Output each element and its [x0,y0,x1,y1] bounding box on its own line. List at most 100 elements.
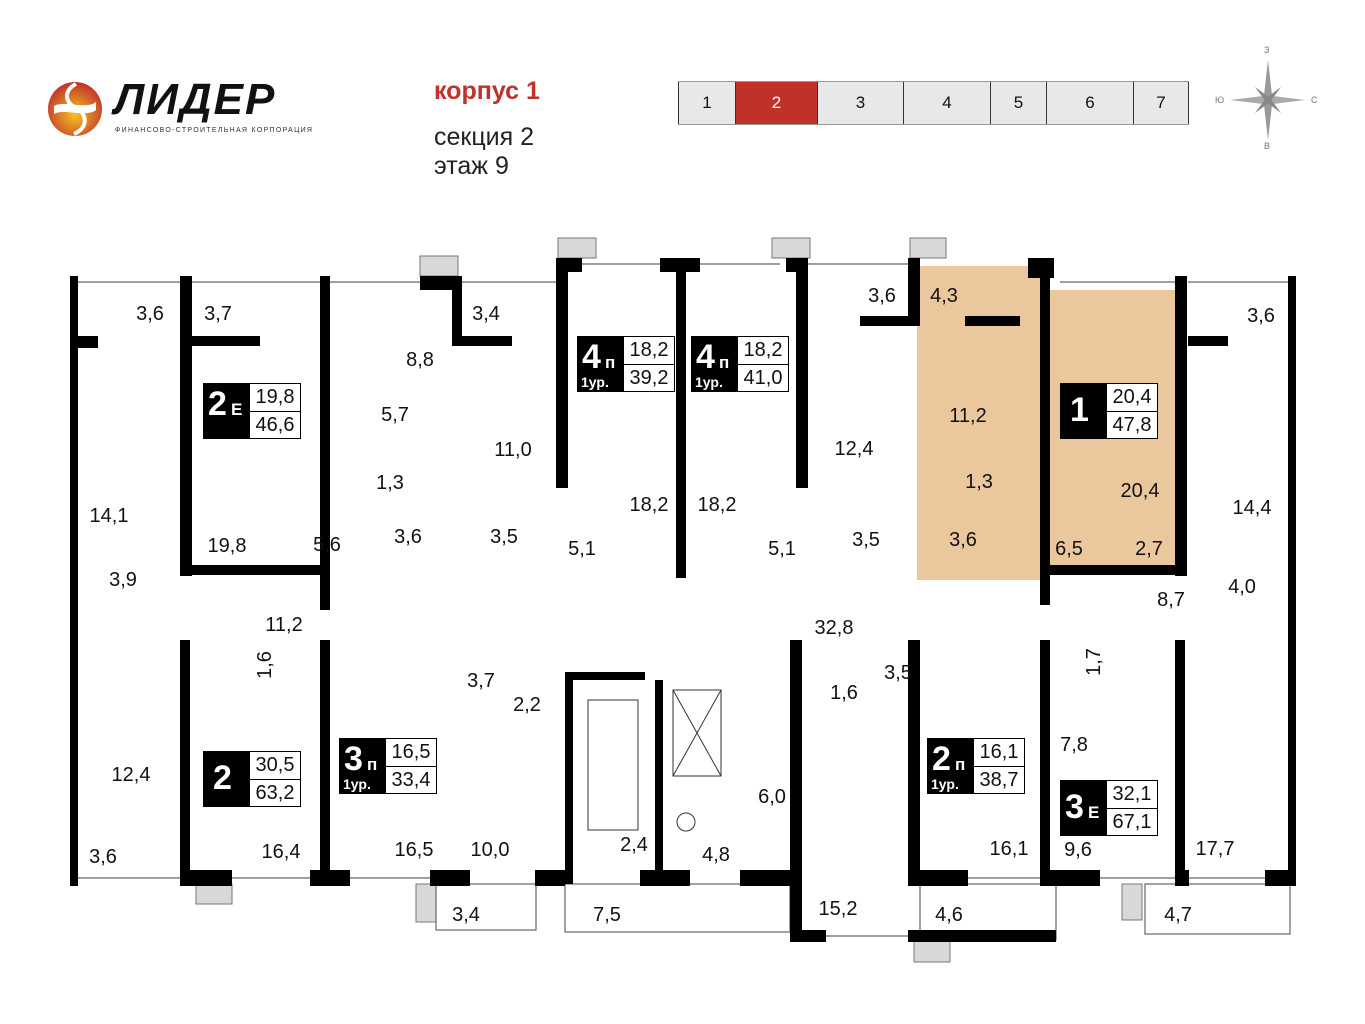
room-area: 3,6 [868,285,896,307]
apt-level: 1ур. [343,776,371,792]
section-1[interactable]: 1 [678,82,735,124]
room-area: 4,8 [702,844,730,866]
apt-type: п [955,755,966,774]
room-area: 19,8 [207,535,247,557]
section-4[interactable]: 4 [903,82,990,124]
windows-and-balconies [78,263,1291,941]
room-area: 6,5 [1055,538,1083,560]
room-area: 18,2 [629,494,669,516]
room-area: 3,6 [1247,305,1275,327]
apt-living-area: 30,5 [250,752,300,780]
compass-west: Ю [1215,95,1225,105]
section-map: 1 2 3 4 5 6 7 [678,81,1189,125]
stairs-and-elevator [587,689,722,832]
apt-total-area: 41,0 [743,366,783,389]
section-3[interactable]: 3 [817,82,903,124]
apt-living-area: 19,8 [250,384,300,412]
room-area: 3,5 [490,526,518,548]
room-area: 9,6 [1064,839,1092,861]
section-label: секция 2 [434,123,535,151]
room-area: 10,0 [470,839,510,861]
room-area: 20,4 [1120,480,1160,502]
room-area: 11,2 [265,614,303,636]
room-area: 14,4 [1232,497,1272,519]
apt-rooms: 2 [208,385,227,423]
room-area: 1,3 [965,471,993,493]
apt-level: 1ур. [581,374,609,390]
compass-north: З [1264,45,1270,55]
room-area: 5,1 [568,538,596,560]
apt-rooms: 3 [344,740,363,778]
room-area: 3,6 [394,526,422,548]
room-area: 16,5 [394,839,434,861]
room-area: 3,5 [884,662,912,684]
room-area: 3,7 [204,303,232,325]
room-area: 4,3 [930,285,958,307]
apt-rooms: 2 [213,759,232,797]
apt-living-area: 32,1 [1107,781,1157,809]
room-area: 2,2 [513,694,541,716]
room-area: 11,2 [949,405,987,427]
apt-living-area: 18,2 [738,337,788,365]
apt-type: Е [1088,803,1100,822]
section-5[interactable]: 5 [990,82,1046,124]
apt-living-area: 20,4 [1107,384,1157,412]
room-area: 4,6 [935,904,963,926]
room-area: 15,2 [818,898,858,920]
apt-type: п [367,755,378,774]
room-area: 5,7 [381,404,409,426]
apt-type: п [719,353,730,372]
apt-rooms: 4 [582,338,601,376]
apt-total-area: 46,6 [255,413,295,436]
logo-name: ЛИДЕР [114,75,277,124]
room-area: 1,6 [830,682,858,704]
apt-type: Е [231,400,243,419]
room-area: 18,2 [697,494,737,516]
floor-label: этаж 9 [434,152,509,180]
room-area: 16,4 [261,841,301,863]
section-2[interactable]: 2 [735,82,817,124]
apt-rooms: 2 [932,740,951,778]
apt-type: п [605,353,616,372]
section-6[interactable]: 6 [1046,82,1133,124]
room-area: 7,5 [593,904,621,926]
apt-total-area: 63,2 [255,781,295,804]
room-area: 2,7 [1135,538,1163,560]
apt-total-area: 38,7 [979,768,1019,791]
room-area: 3,6 [949,529,977,551]
apt-rooms: 3 [1065,788,1084,826]
logo-icon [48,82,102,136]
apt-rooms: 1 [1070,391,1089,429]
room-area: 8,8 [406,349,434,371]
room-area: 3,7 [467,670,495,692]
room-area: 1,6 [254,651,276,679]
room-area: 17,7 [1195,838,1235,860]
ventilation-blocks [195,237,1143,963]
room-area: 3,6 [89,846,117,868]
apt-total-area: 67,1 [1112,810,1152,833]
apt-total-area: 47,8 [1112,413,1152,436]
logo-subtitle: ФИНАНСОВО-СТРОИТЕЛЬНАЯ КОРПОРАЦИЯ [115,127,314,134]
apt-level: 1ур. [695,374,723,390]
compass-east: С [1311,95,1318,105]
compass-south: В [1264,141,1271,151]
room-area: 6,0 [758,786,786,808]
room-area: 5,6 [313,534,341,556]
room-area: 32,8 [814,617,854,639]
room-area: 16,1 [989,838,1029,860]
room-area: 4,7 [1164,904,1192,926]
room-area: 3,4 [452,904,480,926]
section-7[interactable]: 7 [1133,82,1189,124]
room-area: 2,4 [620,834,648,856]
apt-total-area: 33,4 [391,768,431,791]
apt-rooms: 4 [696,338,715,376]
room-area: 3,6 [136,303,164,325]
